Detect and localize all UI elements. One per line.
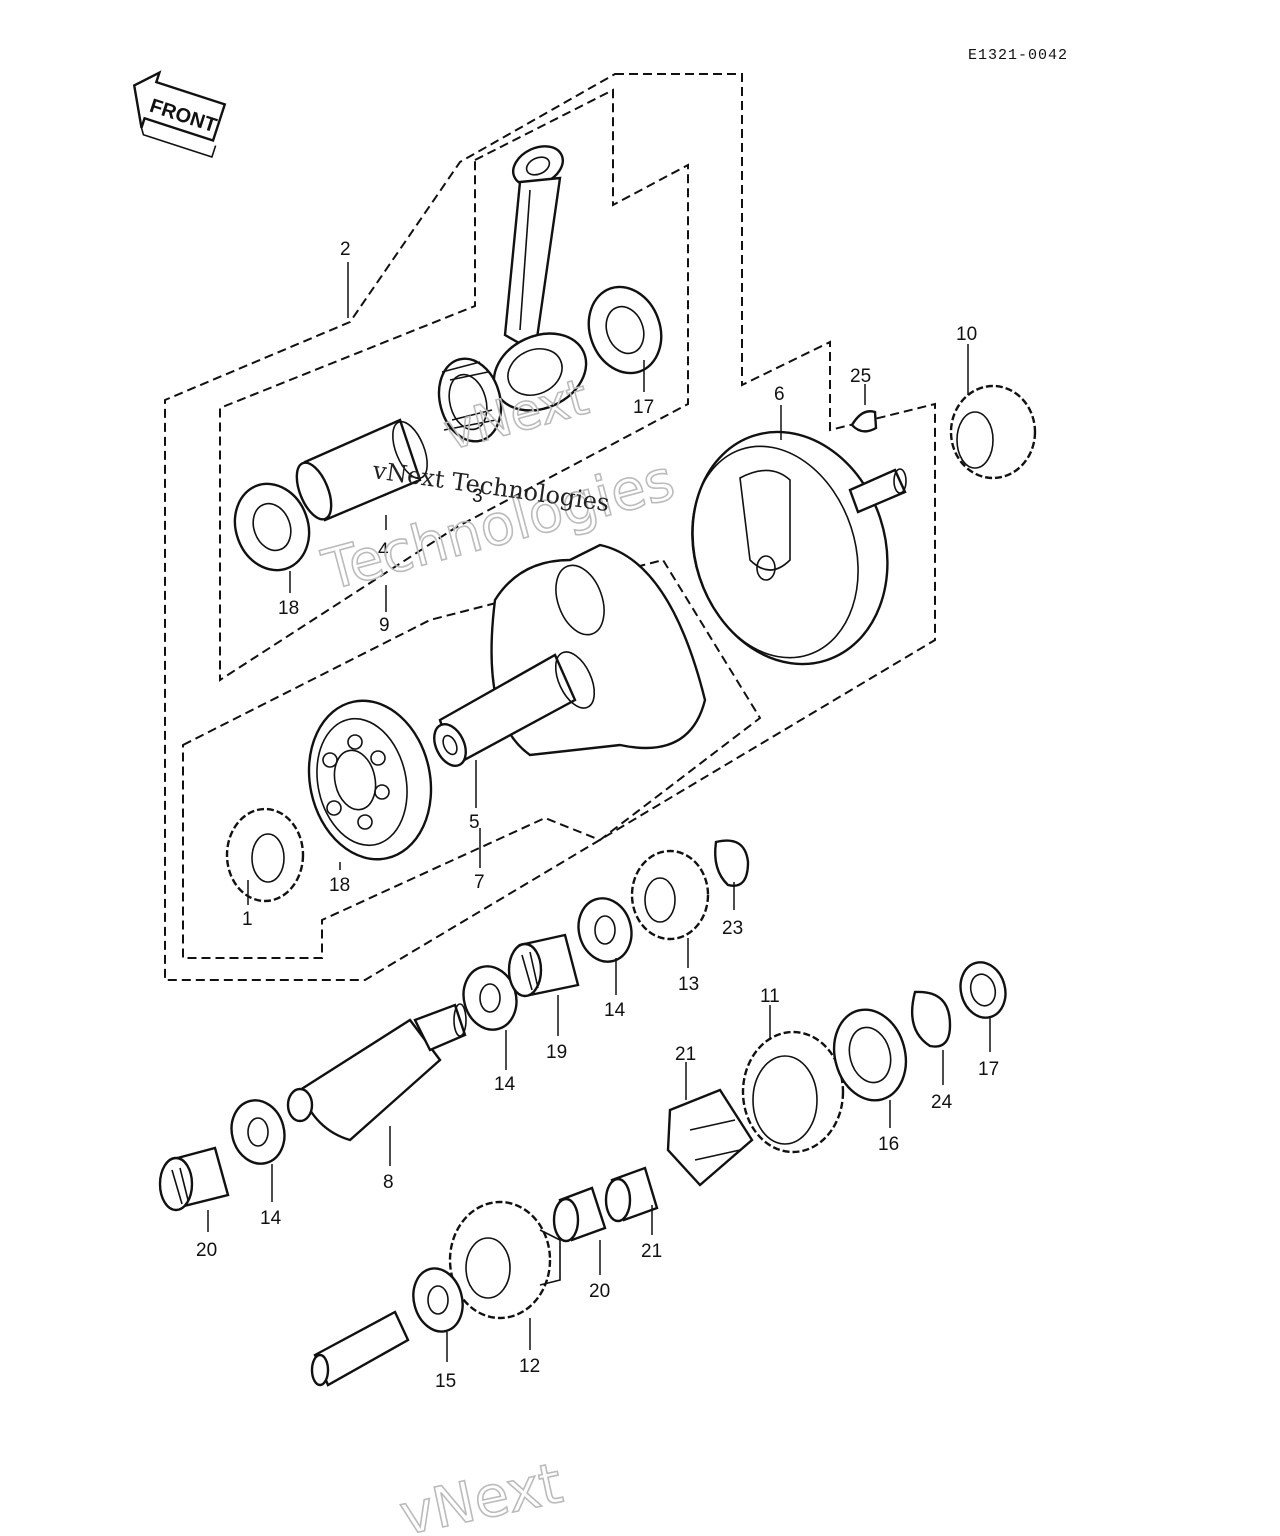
callout-23: 23 xyxy=(722,918,743,939)
damper-22 xyxy=(666,1088,754,1187)
callout-16: 16 xyxy=(878,1134,899,1155)
leader-lines xyxy=(207,262,991,1362)
callout-8: 8 xyxy=(383,1172,394,1193)
crank-pin-4 xyxy=(295,418,428,522)
callout-3: 3 xyxy=(472,486,483,507)
thrust-washer-18-right xyxy=(587,285,663,375)
circlip-23 xyxy=(714,839,750,887)
callout-14-middle: 14 xyxy=(494,1074,516,1095)
gear-11 xyxy=(741,1030,845,1154)
callout-24: 24 xyxy=(931,1092,953,1113)
washer-17 xyxy=(959,961,1007,1019)
callout-14-top: 14 xyxy=(604,1000,626,1021)
callout-6: 6 xyxy=(774,384,785,405)
washer-16 xyxy=(832,1008,908,1102)
shaft-pin xyxy=(310,1310,410,1387)
callout-7: 7 xyxy=(474,872,485,893)
gear-13 xyxy=(630,849,710,941)
callout-15: 15 xyxy=(435,1371,456,1392)
callout-18-left: 18 xyxy=(278,598,299,619)
callout-22: 21 xyxy=(675,1044,696,1065)
callout-20-top: 19 xyxy=(546,1042,567,1063)
woodruff-key-25 xyxy=(850,410,878,433)
balancer-shaft-8 xyxy=(286,1003,467,1142)
washer-14-bottom xyxy=(230,1099,286,1165)
callout-2: 2 xyxy=(340,239,351,260)
flywheel-6 xyxy=(691,430,907,666)
thrust-washer-18-left xyxy=(233,482,311,572)
front-arrow-icon: FRONT xyxy=(132,70,227,158)
needle-bearing-21-left xyxy=(552,1186,607,1243)
callout-14-bottom: 14 xyxy=(260,1208,282,1229)
callout-18-right: 17 xyxy=(633,397,654,418)
callout-10: 10 xyxy=(956,324,977,345)
callout-labels: 2 17 3 4 18 9 5 6 25 10 18 1 7 23 13 14 … xyxy=(196,239,999,1392)
callout-5: 5 xyxy=(469,812,480,833)
gear-1 xyxy=(225,807,305,903)
needle-bearing-21-right xyxy=(604,1166,659,1223)
washer-15 xyxy=(412,1267,464,1333)
gear-12 xyxy=(448,1200,561,1320)
callout-1: 1 xyxy=(242,909,253,930)
watermark-bottom: vNext xyxy=(394,1451,568,1536)
circlip-24 xyxy=(911,990,952,1048)
crank-half-left-5 xyxy=(433,543,707,767)
ball-bearing-19 xyxy=(307,699,433,861)
callout-19: 18 xyxy=(329,875,350,896)
group-outline-crankshaft xyxy=(164,73,936,981)
callout-11: 11 xyxy=(760,986,780,1007)
needle-bearing-20-bottom xyxy=(158,1146,230,1212)
callout-4: 4 xyxy=(378,540,389,561)
needle-bearing-3 xyxy=(437,357,503,443)
group-outline-conrod xyxy=(219,88,689,682)
washer-14-top xyxy=(577,897,633,963)
callout-13: 13 xyxy=(678,974,699,995)
callout-21-right: 21 xyxy=(641,1241,662,1262)
callout-25: 25 xyxy=(850,366,871,387)
connecting-rod xyxy=(492,145,588,412)
reference-code: E1321-0042 xyxy=(968,47,1069,64)
callout-9: 9 xyxy=(379,615,390,636)
callout-12: 12 xyxy=(519,1356,540,1377)
needle-bearing-20-top xyxy=(507,933,580,998)
callout-21-left: 20 xyxy=(589,1281,610,1302)
gear-10 xyxy=(949,384,1037,480)
callout-20-bottom: 20 xyxy=(196,1240,217,1261)
callout-17: 17 xyxy=(978,1059,999,1080)
